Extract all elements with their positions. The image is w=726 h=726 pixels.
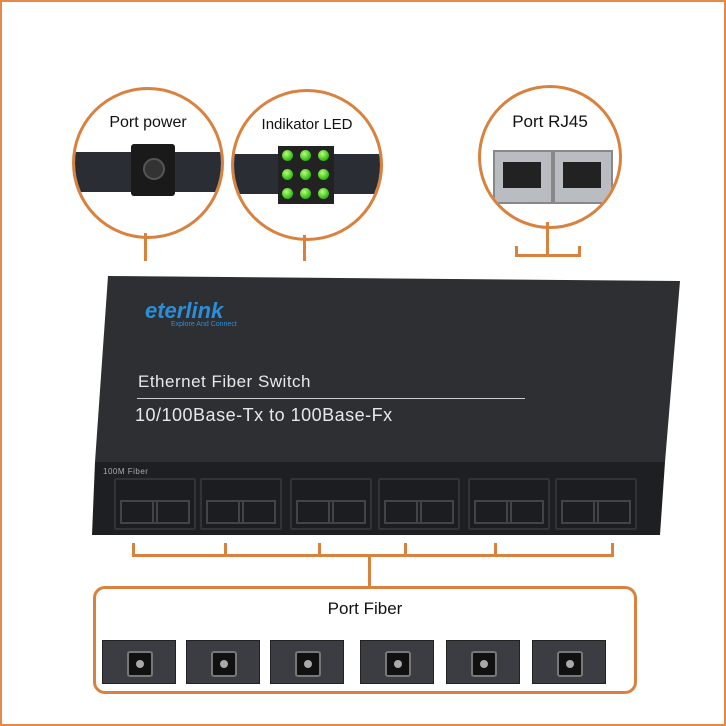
power-port-label: Port power [109,114,187,131]
rj45-bracket-tick [515,246,518,257]
dc-jack-icon [131,144,175,196]
fiber-port-3 [290,478,372,530]
fiber-port-closeup [446,640,520,684]
fiber-port-closeup [186,640,260,684]
rj45-label: Port RJ45 [512,112,588,131]
fiber-bracket-tick [224,543,227,557]
fiber-bracket-tick [404,543,407,557]
rj45-port-left [493,150,553,204]
fiber-port-label: Port Fiber [327,599,403,618]
fiber-port-6 [555,478,637,530]
fiber-port-4 [378,478,460,530]
fiber-port-closeup [532,640,606,684]
fiber-port-5 [468,478,550,530]
rj45-port-right [553,150,613,204]
fiber-bracket-tick [611,543,614,557]
port-label: 100M Fiber [103,467,149,476]
fiber-bracket-tick [318,543,321,557]
fiber-port-closeup [360,640,434,684]
fiber-port-closeup [102,640,176,684]
fiber-port-2 [200,478,282,530]
brand-logo: eterlink Explore And Connect [145,298,237,328]
power-port-callout: Port power [72,87,224,239]
led-callout: Indikator LED [231,89,383,241]
fiber-port-closeup [270,640,344,684]
rj45-callout: Port RJ45 [478,85,622,229]
led-block [278,146,334,204]
device-title: Ethernet Fiber Switch [138,372,312,391]
rj45-bracket-tick [578,246,581,257]
power-connector-line [144,233,147,261]
rj45-connector-line [546,222,549,256]
fiber-bracket [132,554,614,557]
led-label: Indikator LED [261,116,353,133]
device-divider [137,398,525,399]
fiber-bracket-tick [494,543,497,557]
fiber-bracket-tick [132,543,135,557]
fiber-connector-line [368,556,371,587]
led-connector-line [303,235,306,261]
device-subtitle: 10/100Base-Tx to 100Base-Fx [135,405,393,425]
fiber-port-1 [114,478,196,530]
fiber-port-callout: Port Fiber [93,586,637,694]
